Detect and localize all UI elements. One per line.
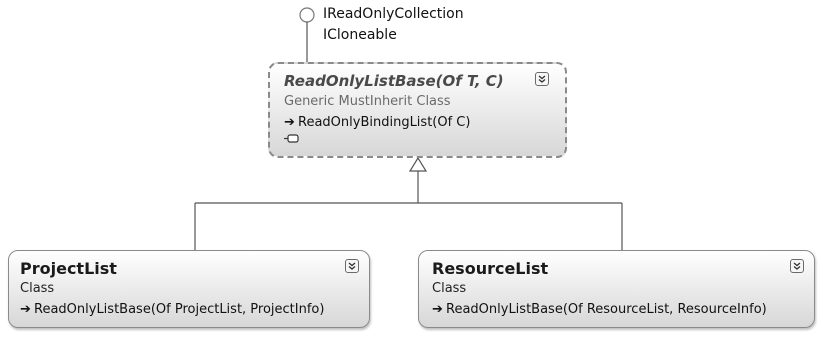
- nested-shape-icon: [284, 134, 299, 143]
- right-arrow-icon: ➔: [432, 302, 443, 317]
- base-type-name: ReadOnlyListBase(Of ResourceList, Resour…: [446, 302, 767, 317]
- collapse-toggle-button[interactable]: [790, 259, 804, 273]
- double-chevron-down-icon: [538, 75, 546, 83]
- double-chevron-down-icon: [348, 262, 356, 270]
- class-kind: Generic MustInherit Class: [284, 94, 451, 109]
- class-kind: Class: [432, 281, 467, 296]
- base-type-member: ➔ReadOnlyBindingList(Of C): [284, 115, 470, 130]
- double-chevron-down-icon: [793, 262, 801, 270]
- right-arrow-icon: ➔: [20, 302, 31, 317]
- interface-label: ICloneable: [323, 27, 397, 43]
- right-arrow-icon: ➔: [284, 115, 295, 130]
- collapse-toggle-button[interactable]: [535, 72, 549, 86]
- class-name: ReadOnlyListBase(Of T, C): [284, 72, 504, 90]
- class-kind: Class: [20, 281, 55, 296]
- base-type-member: ➔ReadOnlyListBase(Of ResourceList, Resou…: [432, 302, 767, 317]
- collapse-toggle-button[interactable]: [345, 259, 359, 273]
- base-type-name: ReadOnlyBindingList(Of C): [298, 115, 471, 130]
- class-shape-projectlist[interactable]: ProjectList Class ➔ReadOnlyListBase(Of P…: [8, 250, 370, 328]
- class-shape-resourcelist[interactable]: ResourceList Class ➔ReadOnlyListBase(Of …: [418, 250, 815, 328]
- class-name: ResourceList: [432, 259, 549, 278]
- interface-label: IReadOnlyCollection: [323, 6, 464, 22]
- base-type-member: ➔ReadOnlyListBase(Of ProjectList, Projec…: [20, 302, 324, 317]
- interface-circle-icon: [299, 7, 315, 23]
- class-name: ProjectList: [20, 259, 117, 278]
- class-shape-readonlylistbase[interactable]: ReadOnlyListBase(Of T, C) Generic MustIn…: [268, 62, 567, 158]
- inheritance-arrowhead: [408, 156, 428, 172]
- base-type-name: ReadOnlyListBase(Of ProjectList, Project…: [34, 302, 325, 317]
